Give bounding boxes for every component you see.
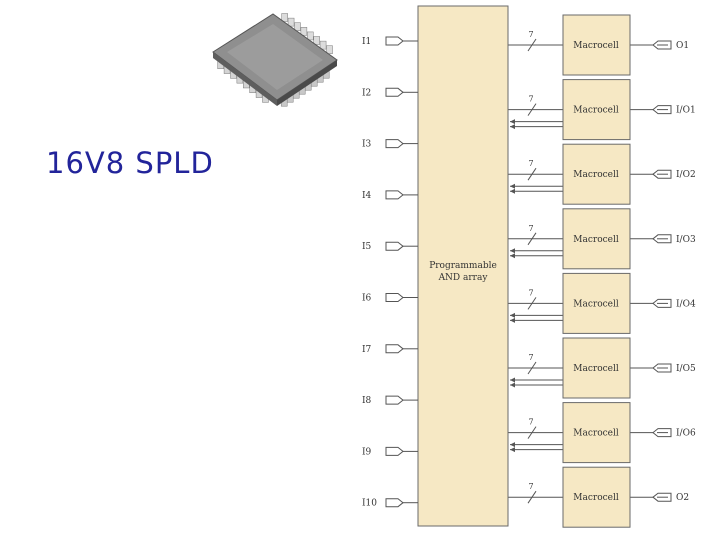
bus-slash bbox=[527, 297, 537, 310]
input-pin bbox=[385, 344, 404, 354]
feedback-arrow bbox=[510, 183, 515, 189]
feedback-arrow bbox=[510, 312, 515, 318]
input-label: I7 bbox=[362, 345, 372, 355]
feedback-arrow bbox=[510, 124, 515, 130]
output-label: I/O4 bbox=[676, 299, 696, 309]
chip-pin bbox=[326, 45, 333, 54]
chip-pin bbox=[294, 22, 301, 31]
macrocell-label: Macrocell bbox=[573, 299, 619, 309]
input-label: I10 bbox=[362, 499, 377, 509]
macrocell-block bbox=[562, 14, 631, 76]
bus-slash bbox=[527, 490, 537, 504]
macrocell-label: Macrocell bbox=[573, 493, 619, 503]
input-label: I4 bbox=[362, 191, 372, 201]
macrocell-label: Macrocell bbox=[573, 106, 619, 116]
input-label: I6 bbox=[362, 294, 372, 304]
output-label: O2 bbox=[676, 493, 689, 503]
chip-pin bbox=[281, 13, 288, 22]
input-label: I1 bbox=[362, 37, 371, 47]
slide-title: 16V8 SPLD bbox=[46, 146, 214, 180]
input-pin bbox=[385, 446, 404, 456]
chip-pin bbox=[313, 36, 320, 45]
bus-width-label: 7 bbox=[528, 288, 533, 297]
macrocell-label: Macrocell bbox=[573, 41, 619, 51]
input-label: I8 bbox=[362, 396, 372, 406]
input-pin bbox=[385, 293, 404, 302]
bus-width-label: 7 bbox=[528, 482, 533, 491]
input-pin bbox=[385, 498, 404, 508]
macrocell-block bbox=[562, 79, 631, 141]
macrocell-block bbox=[562, 402, 631, 464]
input-label: I5 bbox=[362, 242, 372, 252]
feedback-arrow bbox=[510, 382, 515, 388]
input-pin bbox=[385, 395, 404, 405]
chip-pin bbox=[319, 40, 327, 50]
bus-width-label: 7 bbox=[528, 30, 533, 39]
bus-width-label: 7 bbox=[528, 353, 533, 362]
macrocell-label: Macrocell bbox=[573, 364, 619, 374]
bus-width-label: 7 bbox=[528, 224, 533, 233]
bus-slash bbox=[527, 232, 537, 246]
feedback-arrow bbox=[510, 317, 515, 323]
bus-slash bbox=[527, 426, 537, 439]
input-pin bbox=[385, 190, 404, 200]
input-label: I3 bbox=[362, 140, 372, 150]
feedback-arrow bbox=[510, 377, 515, 383]
macrocell-label: Macrocell bbox=[573, 235, 619, 245]
input-label: I9 bbox=[362, 447, 372, 457]
bus-slash bbox=[527, 38, 537, 52]
bus-width-label: 7 bbox=[528, 95, 533, 104]
output-label: I/O5 bbox=[676, 364, 696, 374]
feedback-arrow bbox=[510, 248, 515, 254]
feedback-arrow bbox=[510, 442, 515, 448]
and-array-block bbox=[417, 5, 509, 527]
bus-width-label: 7 bbox=[528, 418, 533, 427]
input-pin bbox=[385, 139, 404, 149]
output-label: I/O2 bbox=[676, 170, 696, 180]
bus-slash bbox=[527, 103, 537, 116]
chip-pin bbox=[307, 31, 314, 41]
chip-pin bbox=[287, 17, 295, 27]
bus-slash bbox=[527, 167, 537, 181]
bus-width-label: 7 bbox=[528, 159, 533, 168]
plcc-chip-icon bbox=[212, 13, 338, 107]
macrocell-label: Macrocell bbox=[573, 429, 619, 439]
input-pin bbox=[385, 241, 404, 251]
chip-pin bbox=[300, 27, 308, 36]
macrocell-label: Macrocell bbox=[573, 170, 619, 180]
output-label: I/O6 bbox=[676, 429, 696, 439]
input-pin bbox=[385, 36, 404, 46]
output-label: I/O1 bbox=[676, 106, 696, 116]
feedback-arrow bbox=[510, 447, 515, 453]
input-pin bbox=[385, 87, 404, 97]
feedback-arrow bbox=[510, 188, 515, 194]
input-label: I2 bbox=[362, 88, 371, 98]
feedback-arrow bbox=[510, 253, 515, 259]
output-label: I/O3 bbox=[676, 235, 696, 245]
macrocell-block bbox=[562, 466, 631, 528]
bus-slash bbox=[527, 361, 537, 375]
and-array-label-1: Programmable bbox=[429, 261, 497, 271]
feedback-arrow bbox=[510, 119, 515, 125]
and-array-label-2: AND array bbox=[438, 273, 489, 283]
macrocell-block bbox=[562, 272, 631, 334]
macrocell-block bbox=[562, 208, 631, 270]
output-label: O1 bbox=[676, 41, 689, 51]
macrocell-block bbox=[562, 143, 631, 205]
macrocell-block bbox=[562, 337, 631, 399]
